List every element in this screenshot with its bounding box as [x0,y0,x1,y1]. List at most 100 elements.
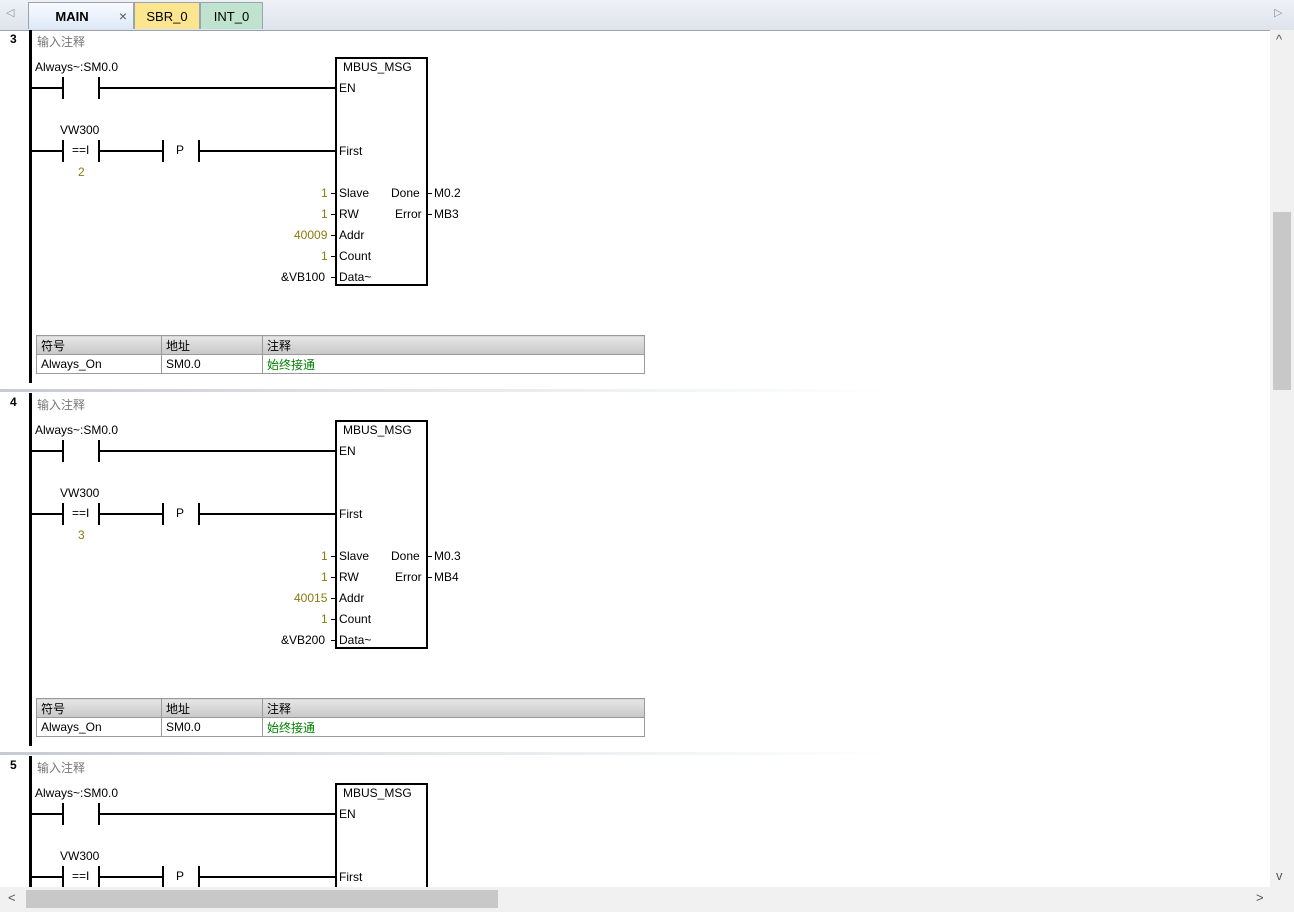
compare-operand[interactable]: VW300 [60,849,100,863]
error-value[interactable]: MB4 [434,570,459,584]
mbus-msg-block[interactable] [335,57,428,286]
data-pin-label: Data~ [339,270,372,284]
horizontal-scrollbar[interactable]: < > [0,887,1270,912]
addr-pin-label: Addr [339,228,365,242]
network-4: 4 输入注释 Always~:SM0.0 VW300 ==I 3 P MBUS_… [0,393,1270,756]
address-header: 地址 [161,698,263,718]
compare-operand[interactable]: VW300 [60,123,100,137]
en-pin-label: EN [339,807,356,821]
scroll-up-icon[interactable]: ^ [1276,32,1283,47]
wire [200,150,337,152]
power-rail [29,393,32,746]
tab-sbr-0[interactable]: SBR_0 [134,2,200,29]
p-contact-label: P [176,506,185,520]
power-rail [29,30,32,383]
first-pin-label: First [339,870,363,884]
compare-value[interactable]: 3 [78,528,85,542]
vertical-scroll-thumb[interactable] [1273,212,1291,390]
first-pin-label: First [339,144,363,158]
network-number: 3 [10,32,17,46]
count-value[interactable]: 1 [321,249,328,263]
tab-main[interactable]: MAIN × [28,2,134,29]
address-cell: SM0.0 [161,354,263,374]
network-comment[interactable]: 输入注释 [37,398,86,412]
ladder-editor[interactable]: 3 输入注释 Always~:SM0.0 VW300 ==I 2 P MBUS_… [0,30,1270,887]
close-icon[interactable]: × [118,8,127,24]
network-number: 5 [10,758,17,772]
tab-main-label: MAIN [55,9,89,24]
comment-cell: 始终接通 [262,717,645,737]
contact-label[interactable]: Always~:SM0.0 [35,786,119,800]
tab-int-0[interactable]: INT_0 [200,2,263,29]
symbol-header: 符号 [36,698,162,718]
vertical-scrollbar[interactable]: ^ v [1270,30,1294,887]
network-separator [0,752,1270,755]
symbol-table: 符号 地址 注释 Always_On SM0.0 始终接通 [36,698,645,737]
addr-value[interactable]: 40015 [294,591,328,605]
slave-value[interactable]: 1 [321,186,328,200]
slave-pin-label: Slave [339,186,370,200]
scroll-left-icon[interactable]: < [8,890,16,905]
table-row: Always_On SM0.0 始终接通 [36,717,645,737]
contact-label[interactable]: Always~:SM0.0 [35,60,119,74]
scroll-down-icon[interactable]: v [1276,868,1283,883]
table-row: Always_On SM0.0 始终接通 [36,354,645,374]
rw-value[interactable]: 1 [321,207,328,221]
symbol-cell: Always_On [36,717,162,737]
scroll-right-icon[interactable]: > [1256,890,1264,905]
network-comment[interactable]: 输入注释 [37,35,86,49]
p-contact-label: P [176,143,185,157]
compare-right [98,140,100,162]
mbus-msg-block[interactable] [335,783,428,887]
block-title: MBUS_MSG [343,60,412,74]
error-value[interactable]: MB3 [434,207,459,221]
compare-left [62,140,64,162]
data-value[interactable]: &VB200 [281,633,326,647]
en-pin-label: EN [339,81,356,95]
p-contact-left [162,140,164,162]
network-comment[interactable]: 输入注释 [37,761,86,775]
address-cell: SM0.0 [161,717,263,737]
done-value[interactable]: M0.2 [434,186,461,200]
count-pin-label: Count [339,612,372,626]
wire [100,150,162,152]
network-5: 5 输入注释 Always~:SM0.0 VW300 ==I P MBUS_MS… [0,756,1270,887]
en-pin-label: EN [339,444,356,458]
done-value[interactable]: M0.3 [434,549,461,563]
p-contact-label: P [176,869,185,883]
block-title: MBUS_MSG [343,786,412,800]
compare-value[interactable]: 2 [78,165,85,179]
comment-header: 注释 [262,335,645,355]
rw-pin-label: RW [339,570,359,584]
done-pin-label: Done [391,186,420,200]
network-3: 3 输入注释 Always~:SM0.0 VW300 ==I 2 P MBUS_… [0,30,1270,393]
horizontal-scroll-thumb[interactable] [26,890,498,908]
error-pin-label: Error [395,207,422,221]
done-pin-label: Done [391,549,420,563]
network-number: 4 [10,395,17,409]
addr-value[interactable]: 40009 [294,228,328,242]
power-rail [29,756,32,887]
data-value[interactable]: &VB100 [281,270,326,284]
addr-pin-label: Addr [339,591,365,605]
compare-operand[interactable]: VW300 [60,486,100,500]
comment-header: 注释 [262,698,645,718]
slave-value[interactable]: 1 [321,549,328,563]
contact-right [98,77,100,99]
scroll-tabs-left-icon[interactable]: ◁ [6,7,15,19]
editor-tab-bar: ◁ MAIN × SBR_0 INT_0 ▷ [0,0,1294,31]
comment-cell: 始终接通 [262,354,645,374]
wire [100,87,337,89]
scroll-tabs-right-icon[interactable]: ▷ [1274,7,1283,19]
compare-op: ==I [72,869,90,883]
symbol-header: 符号 [36,335,162,355]
error-pin-label: Error [395,570,422,584]
count-value[interactable]: 1 [321,612,328,626]
first-pin-label: First [339,507,363,521]
symbol-cell: Always_On [36,354,162,374]
mbus-msg-block[interactable] [335,420,428,649]
contact-label[interactable]: Always~:SM0.0 [35,423,119,437]
compare-op: ==I [72,143,90,157]
count-pin-label: Count [339,249,372,263]
rw-value[interactable]: 1 [321,570,328,584]
